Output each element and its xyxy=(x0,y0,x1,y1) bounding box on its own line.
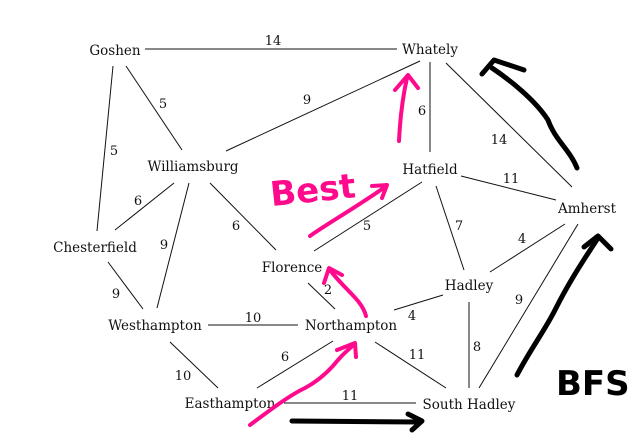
node-chesterfield: Chesterfield xyxy=(53,240,137,256)
edge-weight-northampton-south-hadley: 11 xyxy=(409,348,426,363)
edge-goshen-chesterfield xyxy=(96,65,114,232)
node-westhampton: Westhampton xyxy=(108,318,202,334)
edge-weight-easthampton-northampton: 6 xyxy=(281,350,289,365)
edge-amherst-south-hadley xyxy=(478,223,579,389)
node-easthampton: Easthampton xyxy=(185,396,276,412)
node-whately: Whately xyxy=(402,42,458,58)
edge-weight-hatfield-hadley: 7 xyxy=(455,219,463,234)
node-hadley: Hadley xyxy=(445,278,494,294)
edge-northampton-hadley xyxy=(393,294,444,311)
edge-florence-hatfield xyxy=(313,181,423,252)
best-arrowhead-whately xyxy=(393,73,420,92)
edge-weight-whately-hatfield: 6 xyxy=(418,104,426,119)
best-arrowhead-northampton xyxy=(335,341,358,359)
edge-weight-hatfield-amherst: 11 xyxy=(503,172,520,187)
edge-weight-florence-northampton: 2 xyxy=(324,283,332,298)
edges-layer xyxy=(96,48,579,404)
edge-weight-northampton-hadley: 4 xyxy=(408,309,416,324)
edge-northampton-south-hadley xyxy=(374,341,447,389)
edge-hadley-amherst xyxy=(489,223,566,273)
edge-westhampton-easthampton xyxy=(169,341,219,389)
edge-weights-layer: 14 5 5 9 6 14 11 6 9 6 5 7 4 9 2 4 10 10 6 11 8 9 11 xyxy=(110,34,526,404)
edge-easthampton-northampton xyxy=(256,340,334,389)
node-florence: Florence xyxy=(262,260,323,276)
edge-weight-whately-amherst: 14 xyxy=(491,133,508,148)
edge-weight-williamsburg-chesterfield: 6 xyxy=(134,194,142,209)
best-arrow-northampton-florence xyxy=(328,268,368,318)
best-arrowhead-hatfield xyxy=(370,183,389,200)
best-arrow-hatfield-whately xyxy=(397,76,409,143)
edge-goshen-williamsburg xyxy=(125,65,183,151)
node-hatfield: Hatfield xyxy=(402,162,458,178)
edge-weight-westhampton-northampton: 10 xyxy=(245,311,262,326)
node-goshen: Goshen xyxy=(89,43,141,59)
best-arrow-florence-hatfield xyxy=(308,185,387,238)
edge-weight-chesterfield-westhampton: 9 xyxy=(112,287,120,302)
edge-weight-hadley-amherst: 4 xyxy=(518,232,526,247)
edge-williamsburg-whately xyxy=(225,60,421,152)
bfs-arrowhead-amherst xyxy=(581,233,614,252)
node-northampton: Northampton xyxy=(305,318,398,334)
edge-weight-goshen-chesterfield: 5 xyxy=(110,144,118,159)
node-amherst: Amherst xyxy=(557,201,617,217)
best-arrow-easthampton-northampton xyxy=(248,342,357,427)
bfs-arrow-amherst-whately xyxy=(489,65,580,171)
edge-chesterfield-westhampton xyxy=(107,261,144,310)
edge-florence-northampton xyxy=(307,282,336,310)
edge-weight-westhampton-easthampton: 10 xyxy=(175,369,192,384)
bfs-arrowhead-south-hadley xyxy=(405,411,425,433)
bfs-path-annotation: BFS xyxy=(289,57,630,433)
edge-weight-goshen-whately: 14 xyxy=(265,34,282,49)
edge-williamsburg-westhampton xyxy=(156,182,190,309)
bfs-arrowhead-whately xyxy=(479,57,527,77)
edge-williamsburg-chesterfield xyxy=(114,182,175,231)
best-arrowhead-florence xyxy=(322,266,344,285)
edge-weight-florence-hatfield: 5 xyxy=(363,219,371,234)
edge-hatfield-amherst xyxy=(460,175,557,201)
node-williamsburg: Williamsburg xyxy=(147,159,238,175)
edge-weight-hadley-south-hadley: 8 xyxy=(473,340,481,355)
node-south-hadley: South Hadley xyxy=(423,397,516,413)
edge-weight-easthampton-south-hadley: 11 xyxy=(342,389,359,404)
best-label: Best xyxy=(268,166,357,215)
bfs-arrow-easthampton-south-hadley xyxy=(289,418,423,425)
edge-hatfield-hadley xyxy=(435,185,465,271)
edge-weight-goshen-williamsburg: 5 xyxy=(159,97,167,112)
edge-weight-amherst-south-hadley: 9 xyxy=(515,293,523,308)
edge-weight-williamsburg-whately: 9 xyxy=(303,93,311,108)
edge-williamsburg-florence xyxy=(209,182,277,251)
best-path-annotation: Best xyxy=(248,73,420,427)
bfs-label: BFS xyxy=(556,364,630,404)
bfs-arrow-south-hadley-amherst xyxy=(514,235,601,378)
edge-weight-williamsburg-westhampton: 9 xyxy=(160,238,168,253)
edge-whately-amherst xyxy=(445,62,573,188)
edge-weight-williamsburg-florence: 6 xyxy=(232,219,240,234)
